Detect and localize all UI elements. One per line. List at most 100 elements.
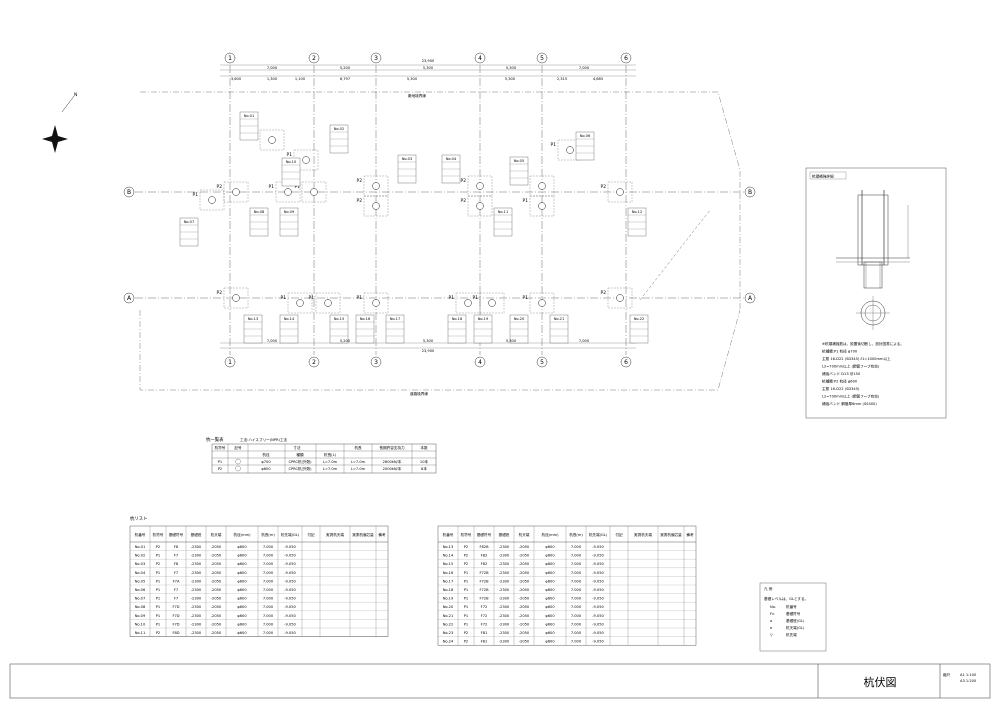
list-cell: F82 [481, 554, 488, 558]
list-cell: 7.000 [571, 631, 582, 635]
list-cell: φ600 [237, 605, 247, 609]
list-cell: No.17 [443, 579, 454, 583]
pile-type-label: P1 [295, 184, 301, 190]
axis-label-bottom: 4 [478, 359, 482, 366]
list-cell: φ600 [545, 588, 555, 592]
list-cell: P2 [464, 631, 468, 635]
axis-label-bottom: 6 [624, 359, 628, 366]
pile-tag-number: No.21 [554, 317, 565, 321]
pile-type-label: P1 [357, 295, 363, 301]
list-cell: P1 [464, 579, 468, 583]
list-cell: F72B [479, 588, 489, 592]
list-cell: P1 [464, 571, 468, 575]
list-cell: No.23 [443, 631, 454, 635]
pile-circle [372, 182, 380, 190]
list-cell: -9.050 [284, 571, 296, 575]
list-cell: P2 [464, 640, 468, 644]
list-cell: -9.050 [592, 562, 604, 566]
pile-circle [616, 294, 624, 302]
list-cell: 7.000 [263, 571, 274, 575]
overall-dim-bottom: 23,900 [422, 349, 435, 353]
list-cell: No.21 [443, 614, 454, 618]
pile-circle [538, 299, 546, 307]
list-cell: -9.050 [284, 614, 296, 618]
list-cell: φ600 [545, 597, 555, 601]
list-header: 実測杭偏芯量 [660, 532, 682, 537]
list-cell: 7.000 [263, 605, 274, 609]
legend-frame [759, 582, 827, 652]
list-cell: F7 [174, 597, 178, 601]
footing-outline [607, 287, 633, 309]
summary-header: 寸法 [293, 445, 301, 450]
axis-label-bottom: 2 [312, 359, 316, 366]
list-cell: 7.000 [571, 571, 582, 575]
list-cell: F7 [174, 571, 178, 575]
pile-circle [372, 202, 380, 210]
footing-outline [199, 189, 225, 211]
list-header: 杭径(mm) [234, 532, 252, 537]
legend-item: 基礎底(GL) [786, 618, 805, 623]
list-header: 基礎符号 [169, 532, 184, 537]
list-cell: No.05 [135, 579, 146, 583]
list-cell: φ600 [237, 614, 247, 618]
pile-tag-number: No.17 [390, 317, 401, 321]
pile-circle [372, 299, 380, 307]
detail-note-line: 補強バンド 鋼管厚6mm (SS400) [822, 401, 877, 406]
list-cell: 7.000 [263, 597, 274, 601]
axis-bubble-bottom [620, 356, 632, 368]
list-header: 基礎底 [191, 532, 202, 537]
footing-outline [315, 292, 341, 314]
list-cell: No.22 [443, 622, 454, 626]
detail-note-line: 主筋 16-D22 (SD345) ℓ1=1000mm以上 [822, 356, 891, 361]
list-cell: -9.050 [284, 562, 296, 566]
footing-outline [467, 195, 493, 217]
summary-header: 杭符号 [215, 445, 226, 450]
list-cell: -2300 [191, 622, 202, 626]
list-cell: -2050 [519, 622, 530, 626]
list-cell: 7.000 [571, 640, 582, 644]
pile-type-label: P2 [357, 178, 363, 184]
axis-label-left: A [127, 295, 132, 302]
list-header: 杭天端 [211, 532, 222, 537]
footing-outline [223, 287, 249, 309]
axis-label-bottom: 3 [374, 359, 378, 366]
pile-circle [232, 188, 240, 196]
pile-summary-table: 杭一覧表工法:ハイスブリー(NPR)工法杭符号記号寸法杭長長期許容支持力本数杭径… [206, 436, 437, 474]
pile-circle [324, 299, 332, 307]
list-cell: P2 [156, 545, 160, 549]
pile-tag-number: No.05 [514, 159, 525, 163]
list-cell: -9.050 [284, 545, 296, 549]
list-cell: 7.000 [263, 588, 274, 592]
pile-type-label: P1 [309, 295, 315, 301]
list-cell: 7.000 [263, 579, 274, 583]
summary-cell: L=7.0m [351, 460, 366, 464]
list-cell: -2300 [499, 588, 510, 592]
list-cell: F82 [481, 562, 488, 566]
axis-label-top: 3 [374, 55, 378, 62]
pile-tag-number: No.01 [244, 114, 255, 118]
span-dim-top: 5,200 [340, 66, 351, 70]
list-cell: -2050 [211, 562, 222, 566]
list-cell: -9.050 [592, 605, 604, 609]
list-cell: φ600 [545, 554, 555, 558]
list-cell: -2300 [191, 545, 202, 549]
list-cell: -2300 [191, 631, 202, 635]
axis-bubble-top [370, 52, 382, 64]
pile-type-label: P2 [461, 198, 467, 204]
list-cell: φ600 [545, 640, 555, 644]
pile-type-label: P1 [281, 295, 287, 301]
list-cell: -9.050 [592, 571, 604, 575]
list-cell: -9.050 [592, 554, 604, 558]
list-cell: 7.000 [263, 545, 274, 549]
summary-header: 本数 [420, 445, 428, 450]
pile-type-label: P2 [357, 198, 363, 204]
list-cell: φ600 [545, 631, 555, 635]
list-cell: -2300 [191, 554, 202, 558]
list-cell: φ600 [545, 562, 555, 566]
list-cell: -2300 [499, 562, 510, 566]
legend-mark: Fn [770, 612, 774, 616]
list-cell: -2050 [211, 571, 222, 575]
list-cell: -2300 [499, 579, 510, 583]
axis-label-bottom: 1 [228, 359, 232, 366]
